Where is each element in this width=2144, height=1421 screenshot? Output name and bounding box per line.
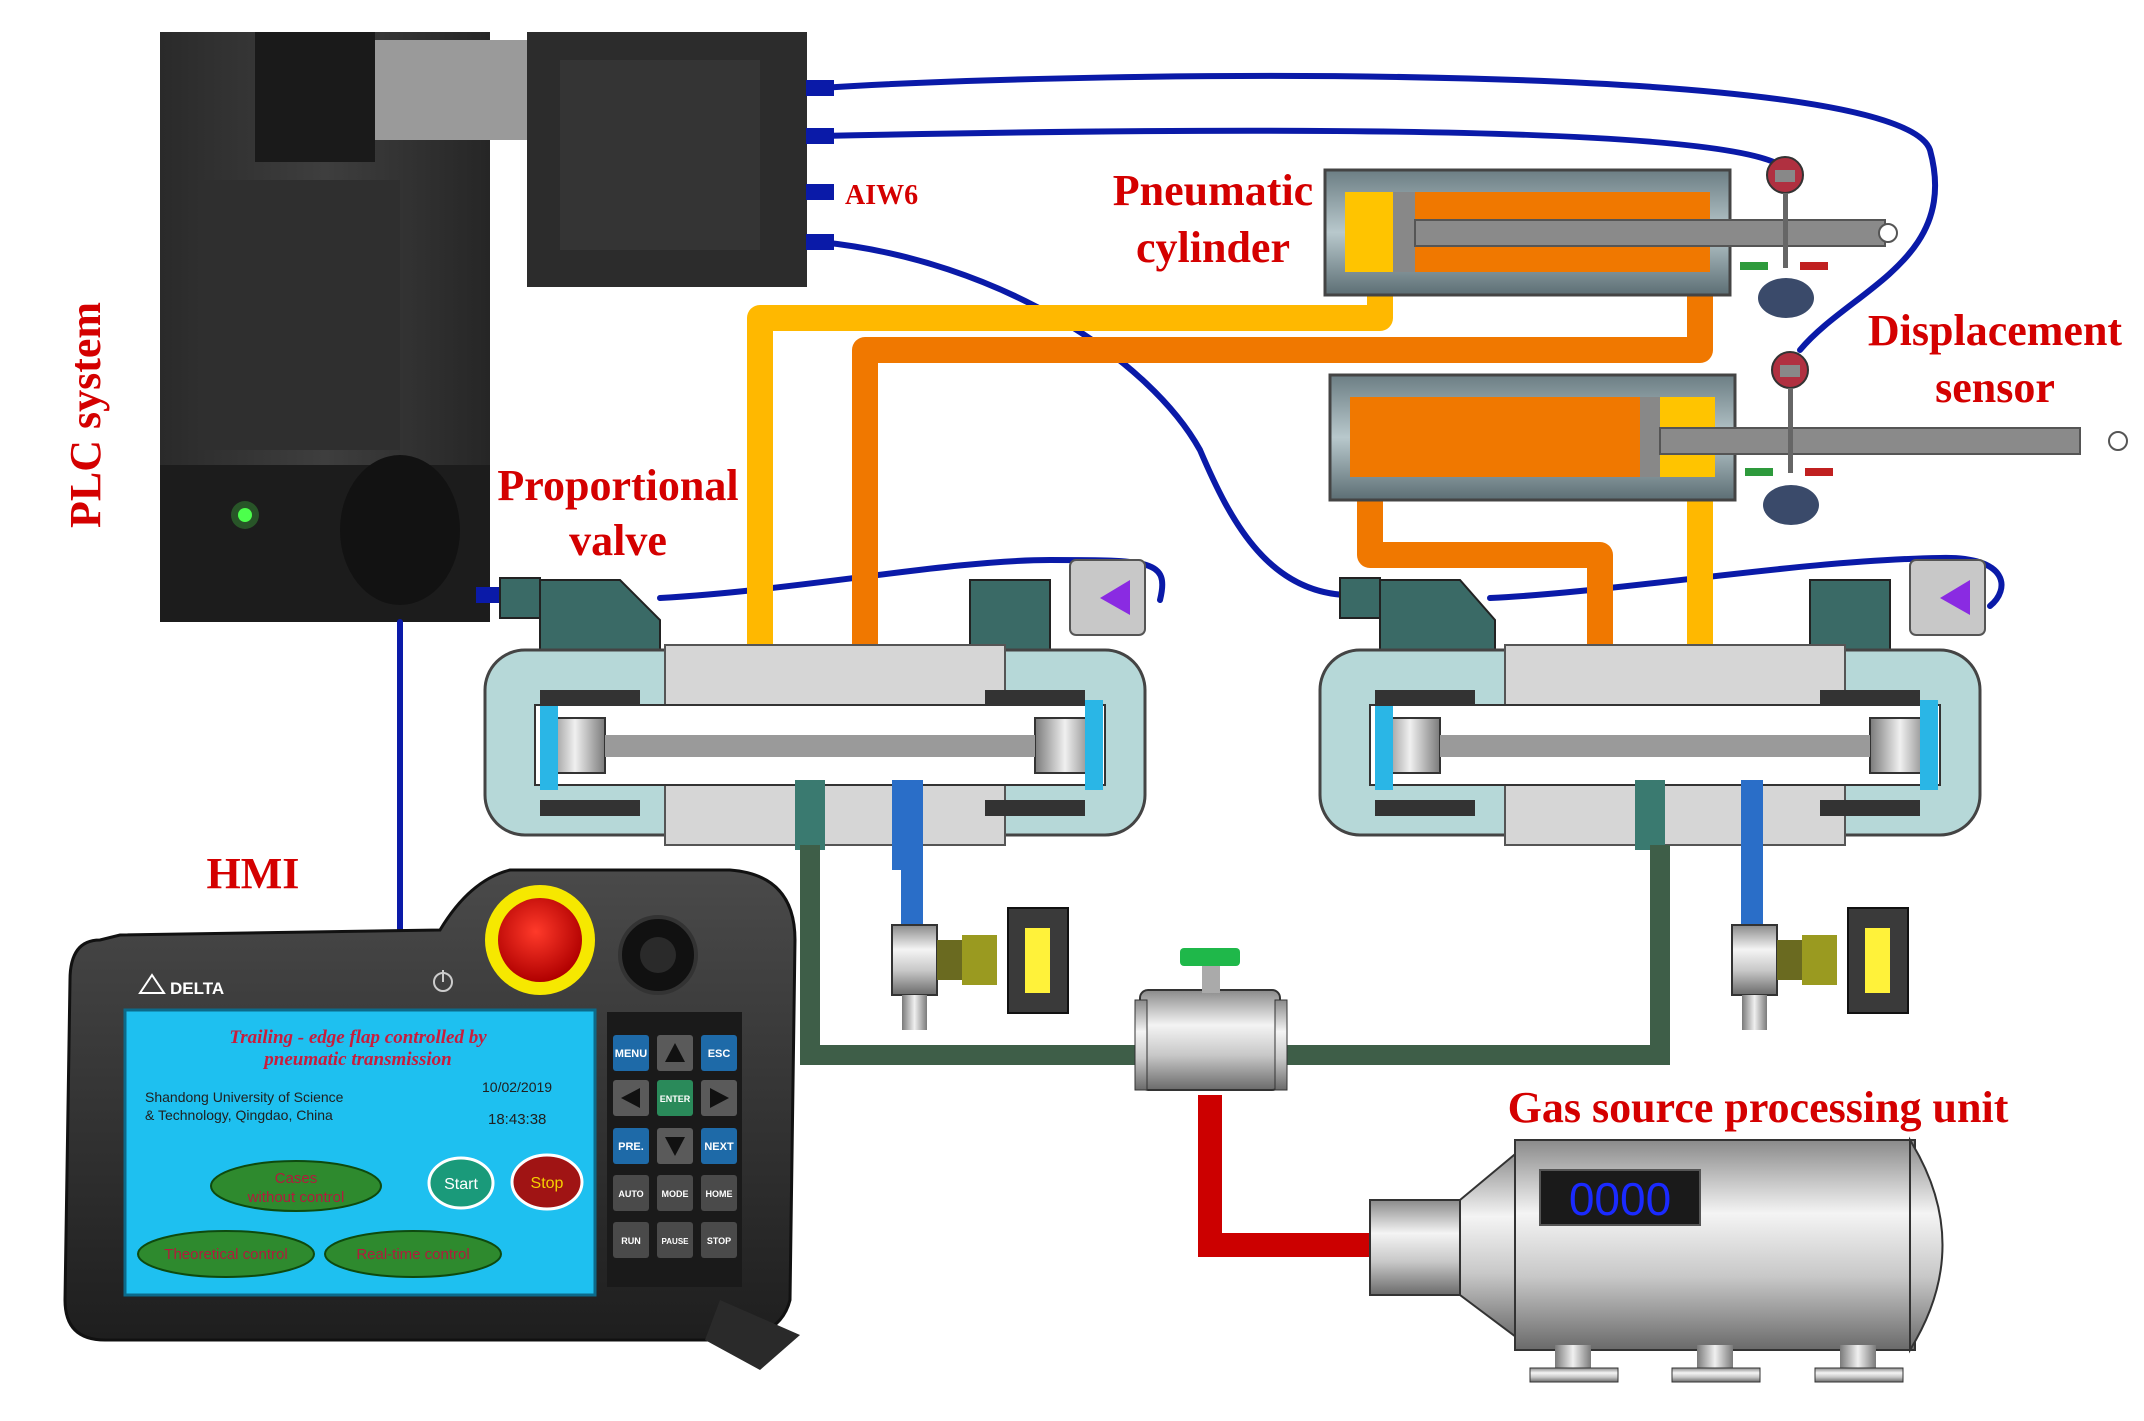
key-run[interactable] <box>613 1222 649 1258</box>
flow-meter-2 <box>1731 907 1909 1030</box>
key-pause-label: PAUSE <box>662 1237 690 1246</box>
hmi-start-label: Start <box>444 1176 478 1193</box>
plc-ports <box>476 80 834 603</box>
key-right[interactable] <box>701 1080 737 1116</box>
key-left[interactable] <box>613 1080 649 1116</box>
hmi-title-line1: Trailing - edge flap controlled by <box>229 1027 487 1048</box>
key-home-label: HOME <box>706 1189 733 1199</box>
air-line-orange-2 <box>1357 495 1613 690</box>
key-mode[interactable] <box>657 1175 693 1211</box>
key-up[interactable] <box>657 1035 693 1071</box>
air-line-orange-1 <box>852 290 1713 680</box>
key-menu-label: MENU <box>615 1048 647 1060</box>
key-auto-label: AUTO <box>618 1189 643 1199</box>
key-pre-label: PRE. <box>618 1141 644 1153</box>
key-next-label: NEXT <box>704 1141 734 1153</box>
plc-module <box>160 32 807 622</box>
hmi-realtime-label: Real-time control <box>356 1246 469 1263</box>
hmi-cases-button[interactable] <box>210 1160 382 1212</box>
wire-plc-to-sensor-1 <box>817 127 1783 168</box>
pneumatic-cylinder-upper <box>1323 168 1898 297</box>
hmi-stop-button[interactable] <box>510 1153 584 1211</box>
pneumatic-cylinder-lower <box>1328 373 2128 502</box>
hmi-realtime-button[interactable] <box>324 1230 502 1278</box>
wire-plc-to-valve-2 <box>817 239 1363 599</box>
wire-plc-to-sensor-2 <box>817 72 1939 353</box>
hmi-university-line1: Shandong University of Science <box>145 1089 344 1105</box>
hmi-theoretical-label: Theoretical control <box>164 1246 287 1263</box>
hmi-start-button[interactable] <box>427 1156 495 1210</box>
hmi-cases-label-1: Cases <box>275 1170 318 1187</box>
key-home[interactable] <box>701 1175 737 1211</box>
displacement-sensor-2 <box>1745 351 1833 525</box>
key-enter[interactable] <box>657 1080 693 1116</box>
main-shutoff-valve <box>1134 948 1288 1091</box>
label-pneumatic-cylinder-2: cylinder <box>1136 223 1290 272</box>
signal-wires <box>397 72 2005 938</box>
hmi-university-line2: & Technology, Qingdao, China <box>145 1107 333 1123</box>
hmi-stop-label: Stop <box>531 1175 564 1192</box>
key-stop[interactable] <box>701 1222 737 1258</box>
air-line-yellow-1 <box>747 290 1393 680</box>
key-run-label: RUN <box>621 1236 641 1246</box>
proportional-valve-2 <box>1318 559 1986 850</box>
key-pause[interactable] <box>657 1222 693 1258</box>
key-down[interactable] <box>657 1128 693 1164</box>
hmi-date: 10/02/2019 <box>482 1079 552 1095</box>
displacement-sensor-1 <box>1740 156 1828 318</box>
hmi-device <box>63 868 800 1370</box>
key-esc-label: ESC <box>708 1048 731 1060</box>
proportional-valve-1 <box>483 559 1147 870</box>
hmi-theoretical-button[interactable] <box>137 1230 315 1278</box>
key-pre[interactable] <box>613 1128 649 1164</box>
label-proportional-valve-2: valve <box>569 516 667 565</box>
key-auto[interactable] <box>613 1175 649 1211</box>
label-proportional-valve-1: Proportional <box>497 461 738 510</box>
key-enter-label: ENTER <box>660 1094 691 1104</box>
gas-unit-display: 0000 <box>1569 1173 1671 1225</box>
hmi-brand: DELTA <box>170 979 224 998</box>
red-supply-pipe <box>1198 1095 1380 1257</box>
label-displacement-sensor-1: Displacement <box>1868 306 2123 355</box>
key-next[interactable] <box>701 1128 737 1164</box>
label-aiw6: AIW6 <box>845 180 918 211</box>
label-plc-system: PLC system <box>61 302 110 528</box>
label-hmi: HMI <box>207 849 300 898</box>
legs <box>1529 1345 1904 1383</box>
hmi-keypad <box>613 1035 737 1258</box>
key-esc[interactable] <box>701 1035 737 1071</box>
hmi-cases-label-2: without control <box>247 1189 345 1206</box>
key-stop-label: STOP <box>707 1236 731 1246</box>
key-mode-label: MODE <box>662 1189 689 1199</box>
label-gas-source: Gas source processing unit <box>1508 1083 2009 1132</box>
key-menu[interactable] <box>613 1035 649 1071</box>
label-pneumatic-cylinder-1: Pneumatic <box>1113 166 1313 215</box>
flow-meter-1 <box>891 907 1069 1030</box>
gas-source-unit <box>1369 1136 1944 1383</box>
label-displacement-sensor-2: sensor <box>1935 363 2055 412</box>
air-lines <box>747 290 1713 690</box>
hmi-time: 18:43:38 <box>488 1111 546 1128</box>
exhaust-lines <box>901 780 1763 930</box>
hmi-title-line2: pneumatic transmission <box>262 1049 451 1070</box>
hmi-key-labels: MENU ESC ENTER PRE. NEXT AUTO MODE HOME … <box>615 1048 734 1246</box>
